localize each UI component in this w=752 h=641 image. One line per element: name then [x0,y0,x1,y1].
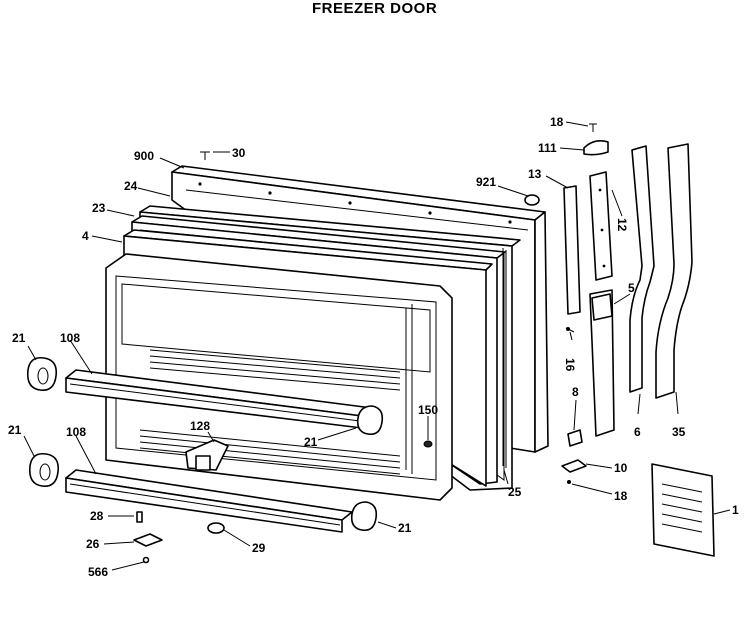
label-5: 5 [628,281,635,295]
label-150: 150 [418,403,438,417]
label-18-bottom: 18 [614,489,628,503]
label-1: 1 [732,503,739,517]
title-text: FREEZER DOOR [312,0,438,17]
label-28: 28 [90,509,104,523]
handle-strip-13 [563,185,581,315]
label-128: 128 [190,419,210,433]
shelf-end-cap-right-lower [350,501,378,532]
label-21-right-lower: 21 [398,521,412,535]
hinge-cap-111 [583,140,609,156]
bushing-29 [207,522,225,534]
label-25: 25 [508,485,522,499]
label-24: 24 [124,179,138,193]
handle-6 [629,145,655,393]
label-21-left-upper: 21 [12,331,26,345]
label-8: 8 [572,385,579,399]
label-16: 16 [563,358,577,372]
label-111: 111 [538,141,557,155]
stop-8 [567,429,583,447]
shelf-end-cap-left-lower [28,452,60,488]
label-108-upper: 108 [60,331,80,345]
screw-28 [136,511,143,523]
label-30: 30 [232,146,246,160]
label-108-lower: 108 [66,425,86,439]
plug-921 [524,194,540,206]
label-29: 29 [252,541,266,555]
screw-18-top [589,123,597,132]
part-labels: 18 111 30 900 13 921 24 12 23 4 5 21 108… [8,115,739,579]
label-35: 35 [672,425,686,439]
screw-16 [565,327,575,333]
label-21-right-upper: 21 [304,435,318,449]
screw-30 [200,151,210,160]
label-10: 10 [614,461,628,475]
label-566: 566 [88,565,108,579]
label-900: 900 [134,149,154,163]
label-26: 26 [86,537,100,551]
screw-18-bottom [567,480,571,484]
screw-566 [142,556,150,564]
handle-trim-35 [655,143,693,399]
label-12: 12 [615,218,629,232]
hinge-bracket-10 [561,459,587,473]
shelf-end-cap-right-upper [356,405,384,436]
label-921: 921 [476,175,496,189]
inner-door-liner [105,253,453,501]
label-13: 13 [528,167,542,181]
label-18-top: 18 [550,115,564,129]
door-stop-bracket [185,439,229,471]
leader-lines [23,121,731,571]
label-4: 4 [82,229,89,243]
handle-mount-12 [589,171,613,281]
hinge-26 [133,533,163,547]
label-21-left-lower: 21 [8,423,22,437]
shelf-end-cap-left-upper [26,356,58,392]
label-23: 23 [92,201,106,215]
label-6: 6 [634,425,641,439]
literature-booklet [651,463,715,557]
handle-bracket-5 [589,289,615,437]
hinge-pin-150 [423,440,433,448]
